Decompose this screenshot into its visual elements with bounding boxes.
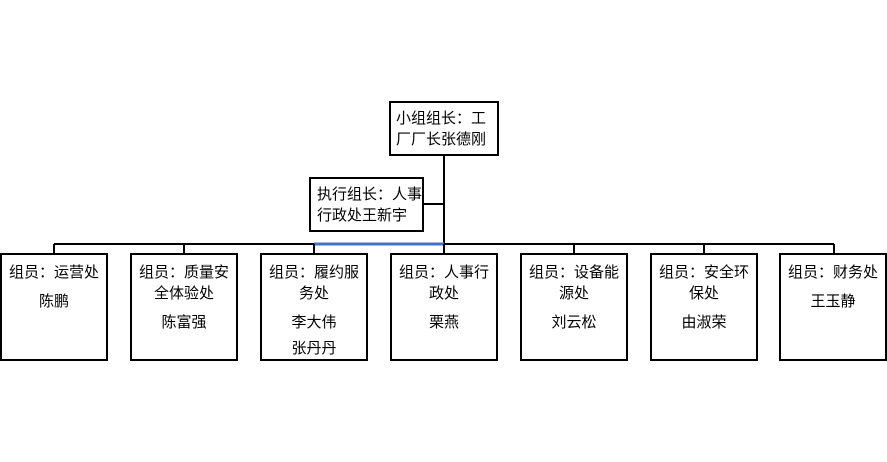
member-name: 陈鹏: [38, 292, 69, 310]
executive-line-2: 行政处王新宇: [317, 206, 408, 224]
member-title-line: 全体验处: [153, 284, 214, 302]
executive-line-1: 执行组长：人事: [317, 185, 423, 203]
member-title-line: 组员：安全环: [658, 263, 749, 281]
member-name: 李大伟: [291, 313, 337, 331]
member-title-line: 组员：质量安: [138, 263, 229, 281]
member-title-line: 组员：财务处: [787, 263, 878, 281]
member-title: 组员：设备能 源处: [522, 262, 626, 304]
member-names: 由淑荣: [652, 309, 756, 335]
executive-box: 执行组长：人事 行政处王新宇: [309, 177, 424, 232]
member-title-line: 组员：人事行: [398, 263, 489, 281]
member-names: 陈富强: [132, 309, 236, 335]
member-title-line: 保处: [688, 284, 719, 302]
member-title-line: 政处: [428, 284, 459, 302]
member-box-quality: 组员：质量安 全体验处 陈富强: [130, 253, 238, 361]
member-title-line: 务处: [298, 284, 329, 302]
member-name: 栗燕: [428, 313, 459, 331]
member-name: 陈富强: [161, 313, 207, 331]
member-title-line: 组员：运营处: [8, 263, 99, 281]
member-title-line: 组员：设备能: [528, 263, 619, 281]
member-names: 刘云松: [522, 309, 626, 335]
member-box-hr: 组员：人事行 政处 栗燕: [390, 253, 498, 361]
member-title: 组员：质量安 全体验处: [132, 262, 236, 304]
member-title: 组员：财务处: [781, 262, 885, 283]
member-title: 组员：履约服 务处: [262, 262, 366, 304]
member-box-equipment-energy: 组员：设备能 源处 刘云松: [520, 253, 628, 361]
member-name: 王玉静: [810, 292, 856, 310]
member-title-line: 组员：履约服: [268, 263, 359, 281]
member-names: 王玉静: [781, 288, 885, 314]
member-title: 组员：人事行 政处: [392, 262, 496, 304]
leader-line-1: 小组组长：工: [396, 109, 487, 127]
leader-line-2: 厂厂长张德刚: [396, 130, 487, 148]
member-name: 张丹丹: [291, 339, 337, 357]
member-box-operations: 组员：运营处 陈鹏: [0, 253, 108, 361]
leader-box: 小组组长：工 厂厂长张德刚: [389, 101, 499, 156]
member-box-finance: 组员：财务处 王玉静: [779, 253, 887, 361]
member-title-line: 源处: [558, 284, 589, 302]
member-names: 栗燕: [392, 309, 496, 335]
member-box-safety-environment: 组员：安全环 保处 由淑荣: [650, 253, 758, 361]
member-title: 组员：运营处: [2, 262, 106, 283]
member-box-fulfillment: 组员：履约服 务处 李大伟 张丹丹: [260, 253, 368, 361]
member-name: 由淑荣: [681, 313, 727, 331]
member-names: 陈鹏: [2, 288, 106, 314]
member-name: 刘云松: [551, 313, 597, 331]
member-title: 组员：安全环 保处: [652, 262, 756, 304]
member-names: 李大伟 张丹丹: [262, 309, 366, 361]
